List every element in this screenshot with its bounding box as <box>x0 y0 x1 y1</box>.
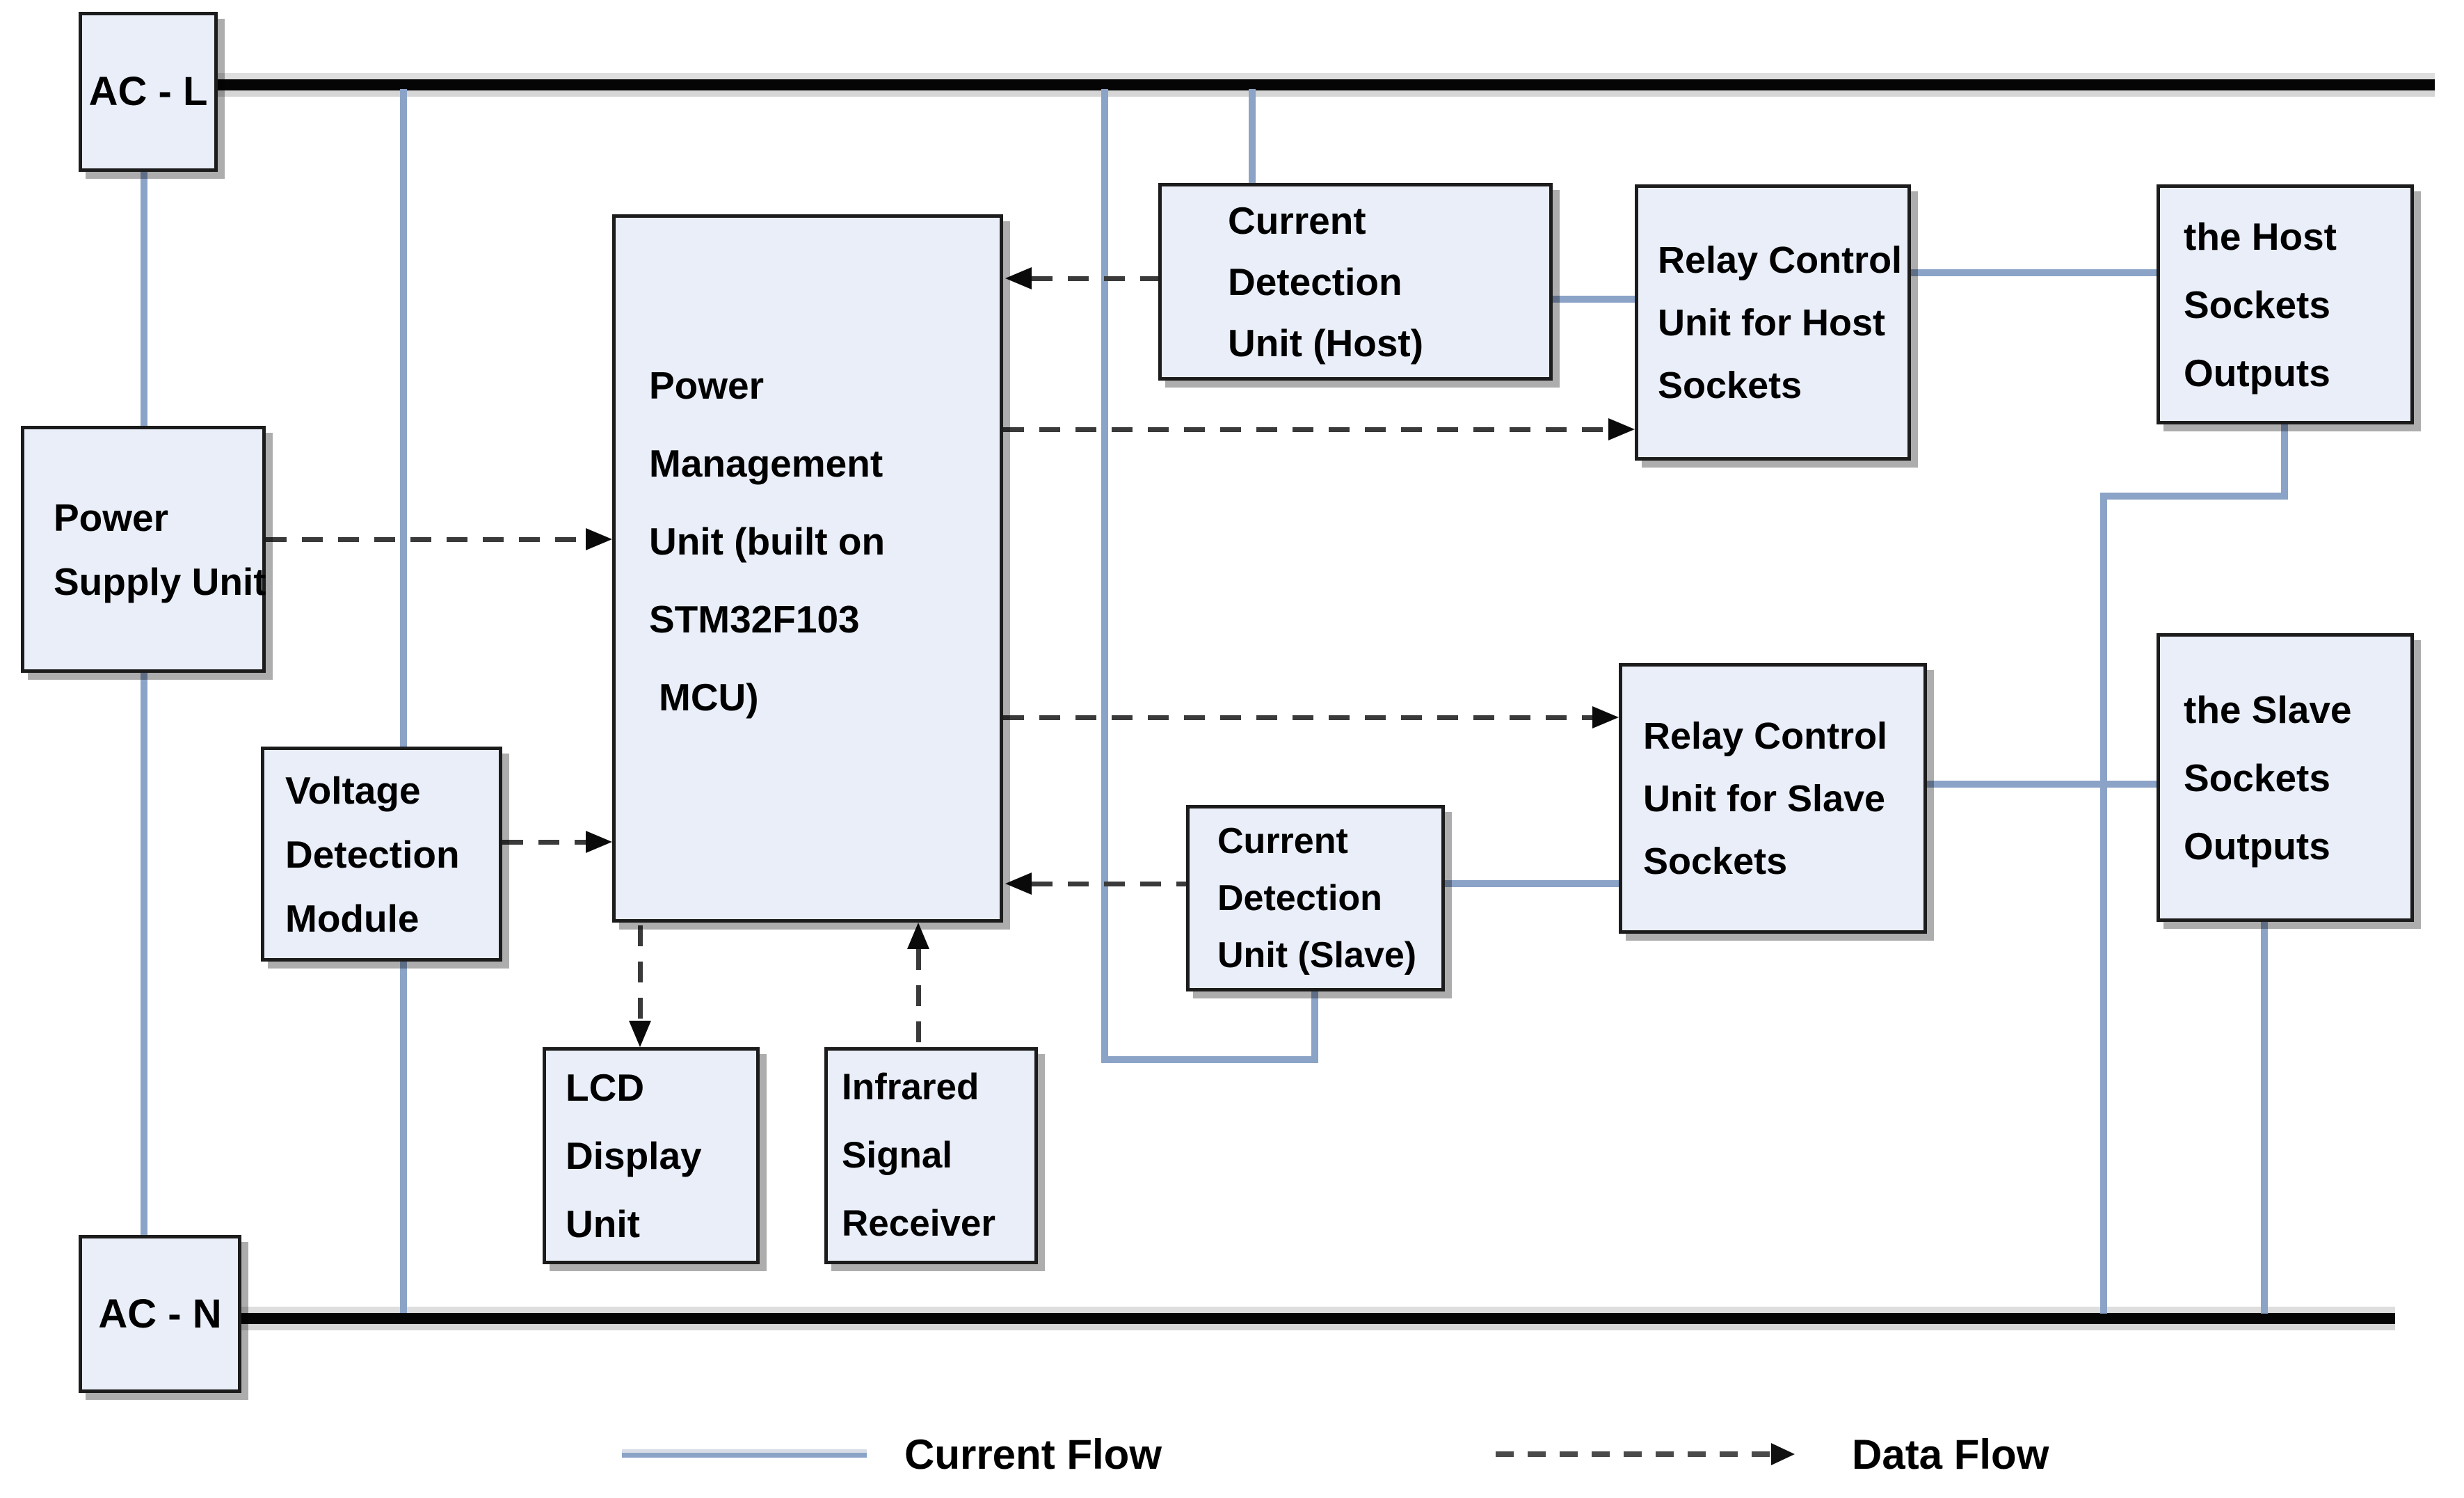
host-sockets-label-line: Sockets <box>2184 282 2330 326</box>
data-line-vdm-to-pmu <box>502 840 587 845</box>
cdu-host-label-line: Unit (Host) <box>1228 321 1424 365</box>
infrared-label-line: Infrared <box>842 1067 979 1108</box>
relay-control-unit-slave-box: Relay Control Unit for Slave Sockets <box>1619 663 1927 934</box>
data-arrow-psu-to-pmu <box>586 528 612 550</box>
voltage-detection-module-box: Voltage Detection Module <box>261 747 502 962</box>
data-line-pmu-to-lcd <box>638 925 643 1023</box>
relay-host-label-line: Relay Control <box>1658 239 1903 281</box>
current-line-cdu-slave-to-relay-slave <box>1442 880 1619 887</box>
ac-l-rail-line <box>216 79 2435 90</box>
current-detection-unit-host-box: Current Detection Unit (Host) <box>1158 183 1553 381</box>
data-line-infrared-to-pmu <box>916 949 921 1047</box>
relay-slave-label-line: Unit for Slave <box>1643 777 1886 820</box>
cdu-slave-label-line: Unit (Slave) <box>1217 935 1417 975</box>
slave-sockets-label-line: Outputs <box>2184 824 2330 868</box>
lcd-label-line: Unit <box>566 1202 640 1245</box>
vdm-label-line: Module <box>285 896 419 940</box>
current-line-slave-sockets-to-rail <box>2261 921 2268 1314</box>
current-line-cdu-host-to-relay-host <box>1550 296 1638 303</box>
pmu-label-line: MCU) <box>659 676 759 719</box>
pmu-label-line: Management <box>649 442 883 485</box>
current-line-host-sockets-to-rail <box>2100 493 2107 1314</box>
legend-current-flow-label: Current Flow <box>904 1431 1162 1478</box>
power-management-unit-box: Power Management Unit (built on STM32F10… <box>612 214 1003 923</box>
ac-l-box: AC - L <box>79 12 218 172</box>
data-line-psu-to-pmu <box>266 537 587 542</box>
data-line-pmu-to-relay-slave <box>1003 715 1594 720</box>
pmu-label-line: Unit (built on <box>649 520 886 563</box>
ac-n-label: AC - N <box>98 1291 222 1337</box>
psu-label-line: Supply Unit <box>54 559 266 603</box>
current-line-host-sockets-drop <box>2281 423 2288 500</box>
current-line-acl-to-psu <box>141 170 147 426</box>
relay-slave-label-line: Sockets <box>1643 840 1788 882</box>
psu-label-line: Power <box>54 495 169 539</box>
current-line-relay-host-to-host-sockets <box>1908 269 2159 276</box>
data-arrow-cdu-host-to-pmu <box>1005 267 1032 289</box>
current-line-relay-slave-to-slave-sockets <box>1924 781 2157 788</box>
pmu-label-line: STM32F103 <box>649 598 860 641</box>
lcd-label-line: Display <box>566 1134 702 1177</box>
data-arrow-pmu-to-relay-slave <box>1592 706 1619 728</box>
lcd-display-unit-box: LCD Display Unit <box>543 1047 760 1264</box>
current-line-slave-loop-riser <box>1311 990 1318 1060</box>
pmu-label-line: Power <box>649 364 765 407</box>
host-sockets-label-line: the Host <box>2184 214 2337 258</box>
data-arrow-vdm-to-pmu <box>586 831 612 853</box>
legend-current-flow-swatch <box>622 1449 867 1458</box>
current-line-rail-to-vdm <box>400 89 407 747</box>
data-line-cdu-slave-to-pmu <box>1032 882 1186 886</box>
current-line-slave-loop-horizontal <box>1101 1056 1318 1063</box>
lcd-label-line: LCD <box>566 1066 645 1109</box>
cdu-host-label-line: Detection <box>1228 260 1402 303</box>
data-line-pmu-to-relay-host <box>1003 427 1610 432</box>
slave-sockets-outputs-box: the Slave Sockets Outputs <box>2157 633 2414 922</box>
cdu-slave-label-line: Current <box>1217 821 1348 861</box>
current-line-rail-to-cdu-host <box>1249 89 1256 183</box>
relay-slave-label-line: Relay Control <box>1643 715 1888 757</box>
slave-sockets-label-line: Sockets <box>2184 756 2330 799</box>
current-line-psu-to-acn <box>141 671 147 1235</box>
current-detection-unit-slave-box: Current Detection Unit (Slave) <box>1186 805 1445 991</box>
vdm-label-line: Detection <box>285 832 460 876</box>
slave-sockets-label-line: the Slave <box>2184 687 2352 731</box>
current-line-host-sockets-jog <box>2100 493 2288 500</box>
data-arrow-cdu-slave-to-pmu <box>1005 872 1032 895</box>
data-arrow-infrared-to-pmu <box>907 923 929 949</box>
current-line-vdm-to-rail <box>400 960 407 1313</box>
host-sockets-label-line: Outputs <box>2184 351 2330 395</box>
relay-control-unit-host-box: Relay Control Unit for Host Sockets <box>1635 184 1911 461</box>
infrared-signal-receiver-box: Infrared Signal Receiver <box>824 1047 1038 1264</box>
ac-n-rail-line <box>240 1313 2395 1324</box>
data-line-cdu-host-to-pmu <box>1032 276 1158 281</box>
ac-n-box: AC - N <box>79 1235 241 1393</box>
data-arrow-pmu-to-relay-host <box>1608 418 1635 440</box>
relay-host-label-line: Unit for Host <box>1658 301 1885 344</box>
cdu-slave-label-line: Detection <box>1217 878 1382 918</box>
infrared-label-line: Receiver <box>842 1203 996 1244</box>
ac-l-label: AC - L <box>88 69 208 114</box>
current-line-rail-to-slave-loop <box>1101 89 1108 1063</box>
legend-data-flow-label: Data Flow <box>1852 1431 2049 1478</box>
infrared-label-line: Signal <box>842 1135 953 1176</box>
host-sockets-outputs-box: the Host Sockets Outputs <box>2157 184 2414 424</box>
data-arrow-pmu-to-lcd <box>629 1021 651 1047</box>
legend-data-flow-arrow-icon <box>1771 1443 1795 1465</box>
power-supply-unit-box: Power Supply Unit <box>21 426 266 673</box>
relay-host-label-line: Sockets <box>1658 364 1802 406</box>
cdu-host-label-line: Current <box>1228 199 1366 242</box>
vdm-label-line: Voltage <box>285 768 421 812</box>
legend-data-flow-swatch <box>1496 1451 1771 1457</box>
